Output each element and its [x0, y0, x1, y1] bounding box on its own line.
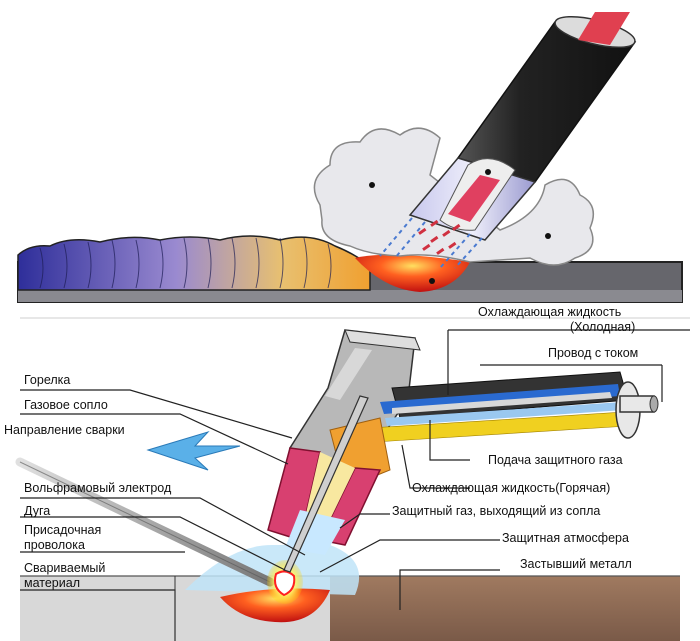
label-torch: Горелка	[24, 373, 71, 387]
molten-pool-top	[355, 254, 470, 292]
molten-pool	[220, 588, 330, 623]
label-solidified-metal: Застывший металл	[520, 557, 632, 571]
tungsten-electrode	[283, 395, 369, 573]
label-base-material-2: материал	[24, 576, 80, 590]
label-shield-atmosphere: Защитная атмосфера	[502, 531, 629, 545]
label-filler-wire: Присадочная	[24, 523, 102, 537]
label-tungsten-electrode: Вольфрамовый электрод	[24, 481, 172, 495]
label-welding-direction: Направление сварки	[4, 423, 125, 437]
label-shield-gas-supply: Подача защитного газа	[488, 453, 623, 467]
label-arc: Дуга	[24, 504, 51, 518]
solidified-metal	[330, 576, 680, 641]
label-coolant-cold-2: (Холодная)	[570, 320, 636, 334]
label-coolant-cold: Охлаждающая жидкость	[478, 305, 622, 319]
label-filler-wire-2: проволока	[24, 538, 85, 552]
label-gas-nozzle: Газовое сопло	[24, 398, 108, 412]
wire-end	[619, 395, 655, 413]
weld-bead	[17, 235, 371, 291]
label-shield-gas-out: Защитный газ, выходящий из сопла	[392, 504, 601, 518]
label-coolant-hot: Охлаждающая жидкость(Горячая)	[412, 481, 611, 495]
direction-arrow	[146, 430, 241, 471]
label-power-wire: Провод с током	[548, 346, 639, 360]
label-base-material: Свариваемый	[24, 561, 106, 575]
